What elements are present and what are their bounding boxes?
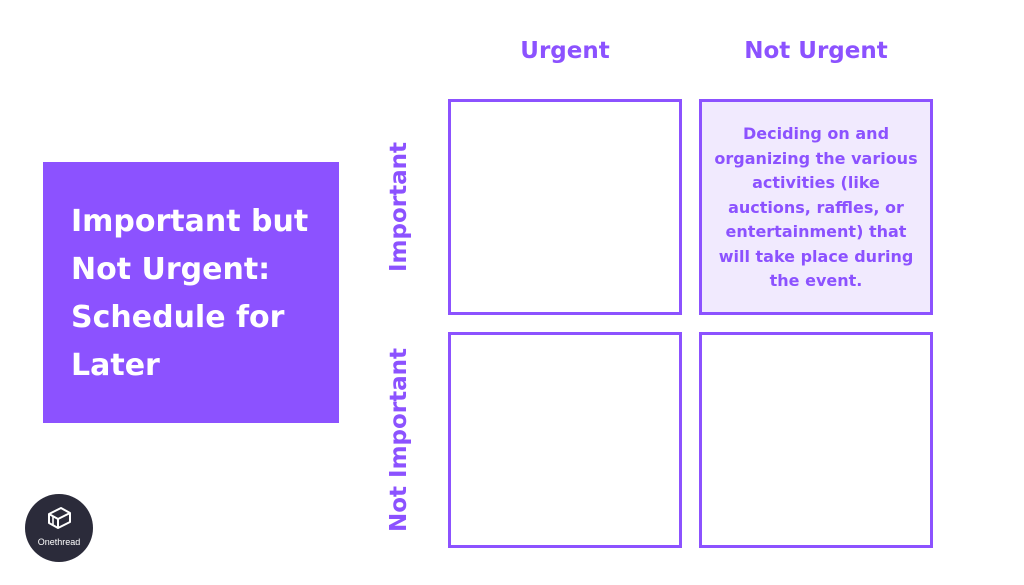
- row-header-important-text: Important: [386, 141, 412, 273]
- row-header-important: Important: [384, 99, 414, 315]
- column-header-urgent: Urgent: [520, 38, 610, 64]
- column-header-not-urgent: Not Urgent: [744, 38, 888, 64]
- row-header-not-important-text: Not Important: [386, 347, 412, 533]
- row-header-not-important: Not Important: [384, 332, 414, 548]
- label-line: Not Urgent:: [71, 252, 271, 287]
- quadrant-label-box: Important but Not Urgent: Schedule for L…: [43, 162, 339, 423]
- onethread-logo-icon: [48, 507, 71, 529]
- cell-important-urgent: [448, 99, 682, 315]
- cell-not-important-not-urgent: [699, 332, 933, 548]
- logo-wordmark: Onethread: [37, 537, 81, 547]
- cell-important-not-urgent-text: Deciding on and organizing the various a…: [714, 124, 918, 290]
- onethread-logo: Onethread: [25, 494, 93, 562]
- cell-not-important-urgent: [448, 332, 682, 548]
- label-line: Important but: [71, 204, 309, 239]
- label-line: Later: [71, 348, 160, 383]
- label-line: Schedule for: [71, 300, 285, 335]
- cell-important-not-urgent: Deciding on and organizing the various a…: [699, 99, 933, 315]
